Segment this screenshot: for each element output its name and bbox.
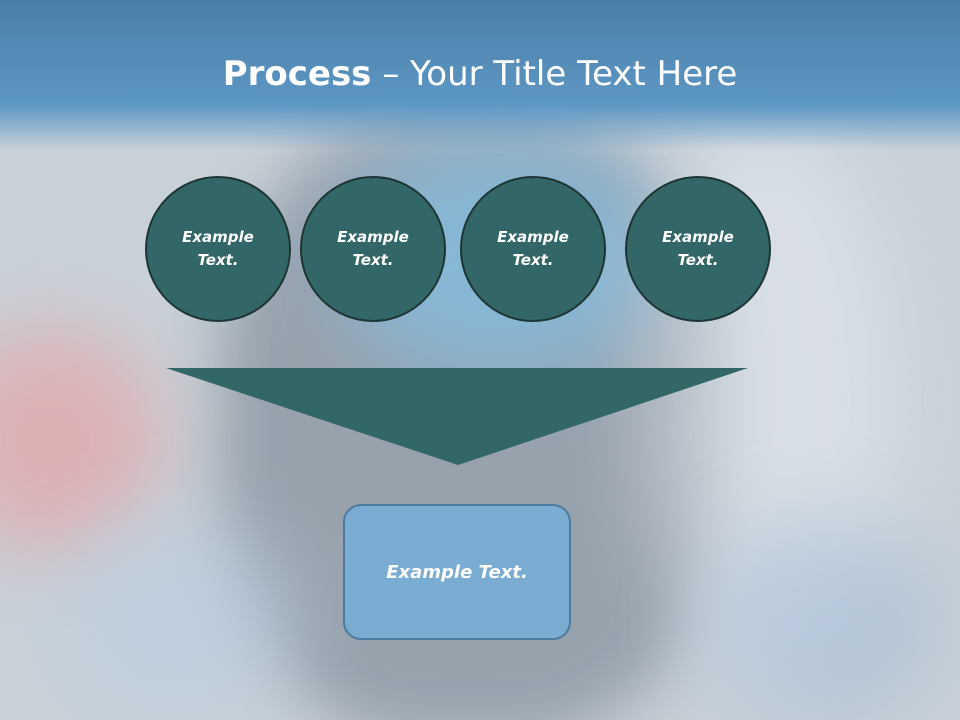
step-label-4: Example Text. [662,228,734,269]
slide-title: Process – Your Title Text Here [0,52,960,96]
step-label-3: Example Text. [497,228,569,269]
funnel-triangle [166,368,748,465]
title-bar [0,0,960,150]
title-rest: – Your Title Text Here [371,54,738,94]
result-box: Example Text. [343,504,571,640]
step-label-1: Example Text. [182,228,254,269]
result-label: Example Text. [386,561,528,583]
step-circle-2: Example Text. [300,176,446,322]
title-bold: Process [222,54,372,94]
step-circle-1: Example Text. [145,176,291,322]
background-glow-left [60,520,300,720]
background-glow-right [700,520,940,720]
step-circle-4: Example Text. [625,176,771,322]
step-label-2: Example Text. [337,228,409,269]
step-circle-3: Example Text. [460,176,606,322]
